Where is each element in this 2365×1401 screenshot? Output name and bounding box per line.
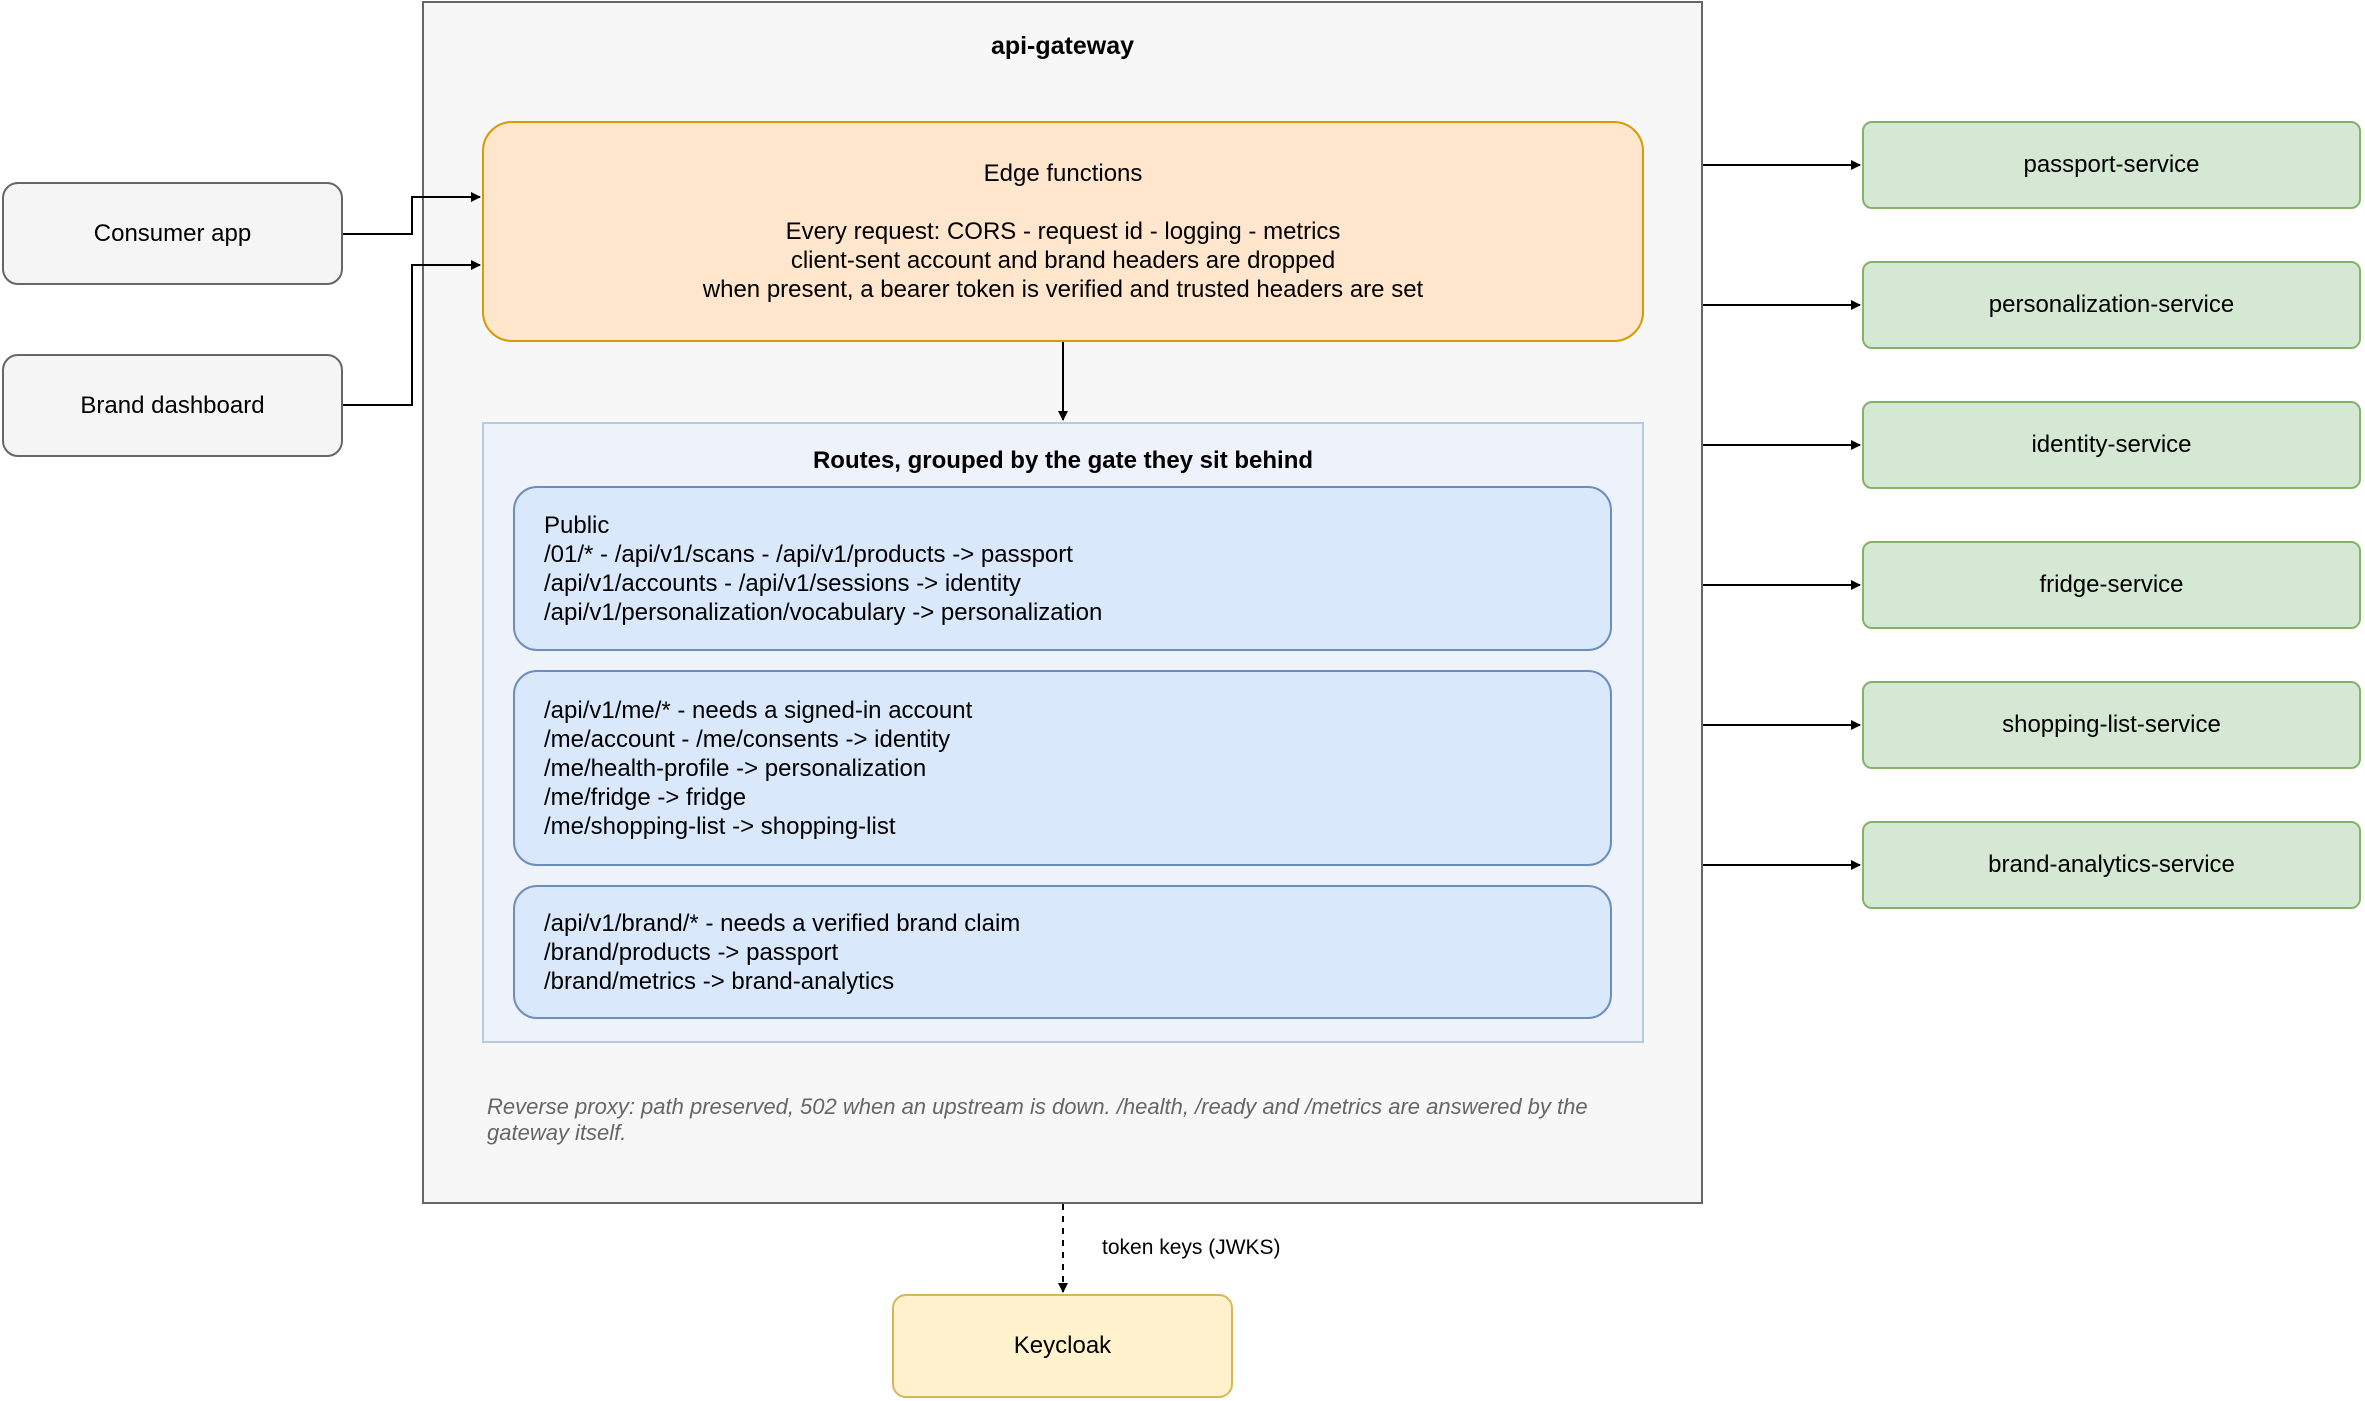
route-line: /api/v1/accounts - /api/v1/sessions -> i… bbox=[544, 569, 1021, 597]
service-identity: identity-service bbox=[1862, 401, 2361, 489]
service-brand-analytics: brand-analytics-service bbox=[1862, 821, 2361, 909]
keycloak-box: Keycloak bbox=[892, 1294, 1233, 1398]
service-shopping-list: shopping-list-service bbox=[1862, 681, 2361, 769]
route-group-public: Public /01/* - /api/v1/scans - /api/v1/p… bbox=[513, 486, 1612, 651]
route-line: /me/shopping-list -> shopping-list bbox=[544, 812, 896, 840]
route-line: /brand/products -> passport bbox=[544, 938, 839, 966]
route-line: /01/* - /api/v1/scans - /api/v1/products… bbox=[544, 540, 1073, 568]
arrow-brand-to-edge bbox=[343, 260, 481, 406]
reverse-proxy-note: Reverse proxy: path preserved, 502 when … bbox=[487, 1094, 1588, 1145]
arrow-consumer-to-edge bbox=[343, 192, 481, 235]
service-personalization: personalization-service bbox=[1862, 261, 2361, 349]
route-line: /api/v1/personalization/vocabulary -> pe… bbox=[544, 598, 1103, 626]
route-line: /api/v1/me/* - needs a signed-in account bbox=[544, 696, 973, 724]
jwks-edge-label: token keys (JWKS) bbox=[1102, 1236, 1281, 1259]
edge-functions-title: Edge functions bbox=[983, 160, 1143, 187]
client-consumer-app: Consumer app bbox=[2, 182, 343, 285]
service-passport: passport-service bbox=[1862, 121, 2361, 209]
api-gateway-title: api-gateway bbox=[990, 32, 1135, 60]
route-line: /me/account - /me/consents -> identity bbox=[544, 725, 951, 753]
edge-functions-line: client-sent account and brand headers ar… bbox=[790, 247, 1336, 274]
client-brand-dashboard: Brand dashboard bbox=[2, 354, 343, 457]
route-line: /me/fridge -> fridge bbox=[544, 783, 747, 811]
edge-functions-line: when present, a bearer token is verified… bbox=[702, 276, 1424, 303]
route-line: /me/health-profile -> personalization bbox=[544, 754, 927, 782]
route-group-me: /api/v1/me/* - needs a signed-in account… bbox=[513, 670, 1612, 866]
route-group-brand: /api/v1/brand/* - needs a verified brand… bbox=[513, 885, 1612, 1019]
route-line: Public bbox=[544, 511, 610, 539]
routes-title: Routes, grouped by the gate they sit beh… bbox=[812, 447, 1314, 474]
service-fridge: fridge-service bbox=[1862, 541, 2361, 629]
edge-functions-line: Every request: CORS - request id - loggi… bbox=[785, 218, 1341, 245]
edge-functions-box: Edge functions Every request: CORS - req… bbox=[482, 121, 1644, 342]
route-line: /brand/metrics -> brand-analytics bbox=[544, 967, 895, 995]
route-line: /api/v1/brand/* - needs a verified brand… bbox=[544, 909, 1021, 937]
